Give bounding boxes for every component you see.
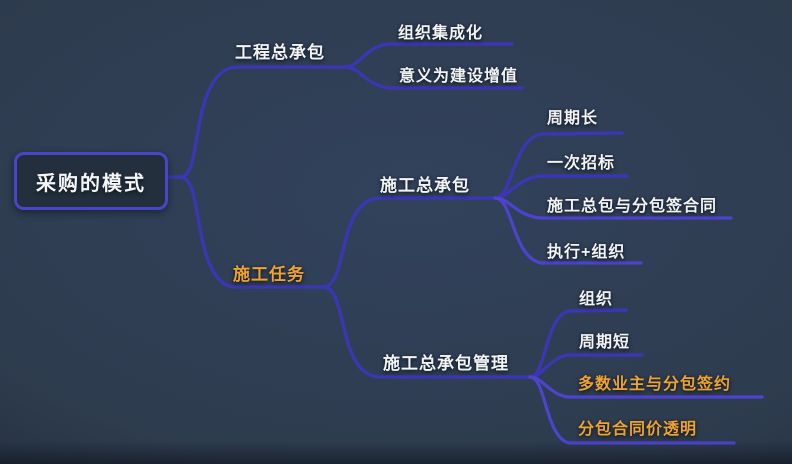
node-short-cycle[interactable]: 周期短: [579, 334, 631, 351]
node-owner-subcontract-signing[interactable]: 多数业主与分包签约: [578, 376, 732, 393]
branch-project-general-contracting[interactable]: 工程总承包: [235, 43, 325, 62]
node-construction-gc-management[interactable]: 施工总承包管理: [383, 354, 509, 373]
node-execution-plus-organization[interactable]: 执行+组织: [547, 244, 626, 261]
node-construction-value-add[interactable]: 意义为建设增值: [399, 68, 519, 85]
connector-gcm-to-transparent-price: [528, 375, 736, 445]
connector-root-to-epc: [178, 65, 347, 179]
node-organization[interactable]: 组织: [579, 291, 614, 308]
connector-gc-to-execution: [493, 196, 643, 265]
node-organization-integration[interactable]: 组织集成化: [398, 25, 484, 42]
connector-root-to-construction-task: [178, 175, 325, 289]
node-single-bidding[interactable]: 一次招标: [547, 155, 616, 172]
node-long-cycle[interactable]: 周期长: [547, 110, 599, 127]
branch-construction-task[interactable]: 施工任务: [233, 265, 305, 284]
node-construction-general-contracting[interactable]: 施工总承包: [380, 176, 470, 195]
node-gc-subcontract-contract[interactable]: 施工总包与分包签合同: [547, 198, 718, 215]
connector-epc-to-value-add: [343, 65, 524, 90]
connector-task-to-gc: [321, 196, 497, 289]
connector-task-to-gc-management: [321, 285, 532, 379]
root-node[interactable]: 采购的模式: [14, 152, 168, 210]
node-transparent-subcontract-price[interactable]: 分包合同价透明: [578, 421, 698, 438]
